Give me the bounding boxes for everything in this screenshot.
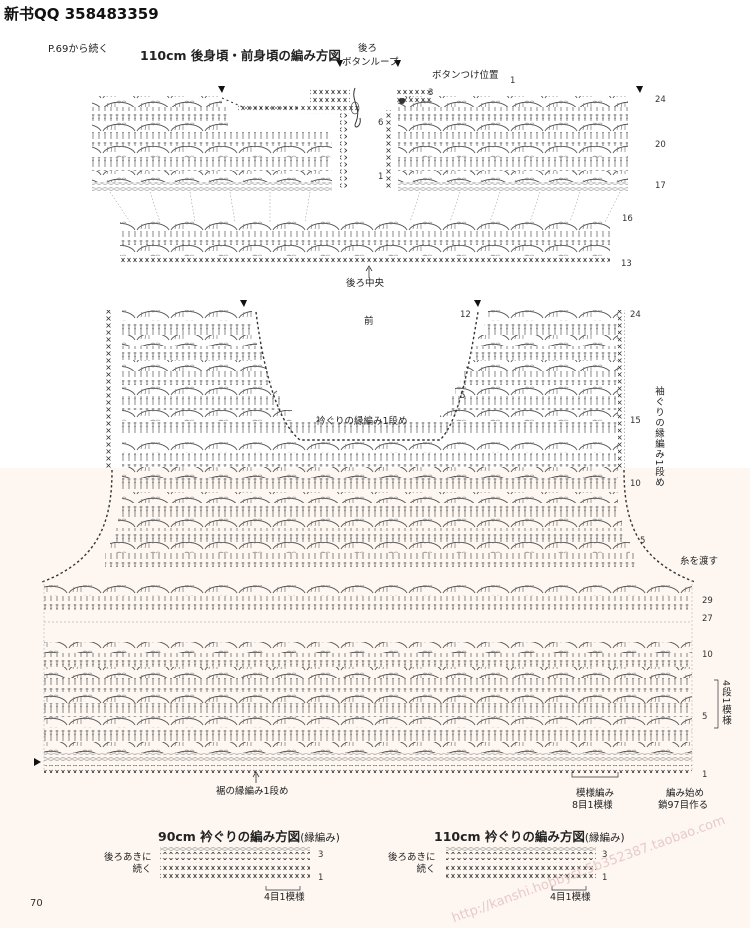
collar90-title-text: 90cm 衿ぐりの編み方図 xyxy=(158,829,301,844)
loop-num-6: 6 xyxy=(378,118,384,128)
label-neck-edge: 衿ぐりの縁編み1段め xyxy=(316,416,408,427)
label-button-position: ボタンつけ位置 xyxy=(432,70,499,81)
site-tag: 新书QQ 358483359 xyxy=(4,5,159,23)
row-num-5-front: 5 xyxy=(460,391,466,401)
row-num-24-front: 24 xyxy=(630,310,641,320)
row-num-10-body: 10 xyxy=(702,650,713,660)
collar90-row-3: 3 xyxy=(318,850,324,860)
page-number: 70 xyxy=(30,898,43,909)
label-sleeve-edge: 袖ぐりの縁編み1段め xyxy=(653,386,664,488)
label-front: 前 xyxy=(364,316,374,327)
row-num-10-front: 10 xyxy=(630,479,641,489)
row-num-12-front: 12 xyxy=(460,310,471,320)
label-back: 後ろ xyxy=(358,43,378,54)
collar110-row-1: 1 xyxy=(602,873,608,883)
continued-from-note: P.69から続く xyxy=(48,44,109,55)
row-num-29: 29 xyxy=(702,596,713,606)
collar-chart-110 xyxy=(446,846,596,891)
collar110-repeat: 4目1模様 xyxy=(550,892,591,903)
collar110-row-3: 3 xyxy=(602,850,608,860)
row-num-3-top: 3 xyxy=(428,88,434,98)
collar90-title-note: (縁編み) xyxy=(300,832,340,844)
main-title: 110cm 後身頃・前身頃の編み方図 xyxy=(140,48,341,63)
row-num-17-top: 17 xyxy=(655,181,666,191)
collar-chart-90 xyxy=(160,846,310,891)
collar90-left-note: 後ろあきに 続く xyxy=(104,852,152,875)
collar110-title-text: 110cm 衿ぐりの編み方図 xyxy=(434,829,585,844)
row-num-20-top: 20 xyxy=(655,140,666,150)
body-chart xyxy=(34,300,719,783)
row-num-16-top: 16 xyxy=(622,214,633,224)
row-num-15-front: 15 xyxy=(630,416,641,426)
loop-num-1: 1 xyxy=(510,76,516,86)
label-pattern-repeat: 8目1模様 xyxy=(572,800,613,811)
label-start: 編み始め xyxy=(666,788,705,799)
collar90-repeat: 4目1模様 xyxy=(264,892,305,903)
collar90-row-1: 1 xyxy=(318,873,324,883)
row-num-5-body: 5 xyxy=(702,712,708,722)
label-pass-yarn: 糸を渡す xyxy=(680,556,719,567)
collar110-title: 110cm 衿ぐりの編み方図(縁編み) xyxy=(434,826,625,845)
label-back-center: 後ろ中央 xyxy=(346,278,385,289)
row-num-1-top: 1 xyxy=(378,172,384,182)
label-hem-edge: 裾の縁編み1段め xyxy=(216,786,289,797)
collar110-title-note: (縁編み) xyxy=(584,832,625,844)
label-rows-repeat: 4段1模様 xyxy=(720,680,731,726)
row-num-13-top: 13 xyxy=(621,259,632,269)
label-pattern-st: 模様編み xyxy=(576,788,615,799)
top-chart xyxy=(92,60,643,278)
row-num-27: 27 xyxy=(702,614,713,624)
row-num-5-side: 5 xyxy=(640,536,646,546)
row-num-1-body: 1 xyxy=(702,770,708,780)
label-button-loop: ボタンループ xyxy=(342,57,399,68)
row-num-24-top: 24 xyxy=(655,95,666,105)
label-start-chain: 鎖97目作る xyxy=(658,800,709,811)
collar110-left-note: 後ろあきに 続く xyxy=(388,852,436,875)
collar90-title: 90cm 衿ぐりの編み方図(縁編み) xyxy=(158,826,340,845)
